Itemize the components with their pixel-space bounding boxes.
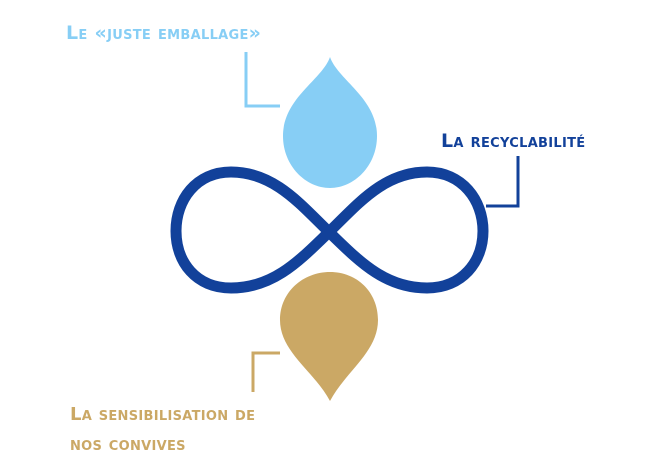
label-recyclabilite: La recyclabilité <box>441 130 586 152</box>
connector-top <box>244 52 280 108</box>
infinity-icon <box>170 166 489 294</box>
label-sensibilisation: La sensibilisation de nos convives <box>70 400 255 460</box>
label-juste-emballage: Le «juste emballage» <box>66 22 262 44</box>
label-sensibilisation-line1: La sensibilisation de <box>70 404 256 425</box>
water-drop-icon <box>283 57 377 188</box>
connector-bottom <box>251 351 280 392</box>
label-sensibilisation-line2: nos convives <box>70 434 186 455</box>
map-pin-icon <box>280 272 378 401</box>
connector-right <box>486 156 520 208</box>
